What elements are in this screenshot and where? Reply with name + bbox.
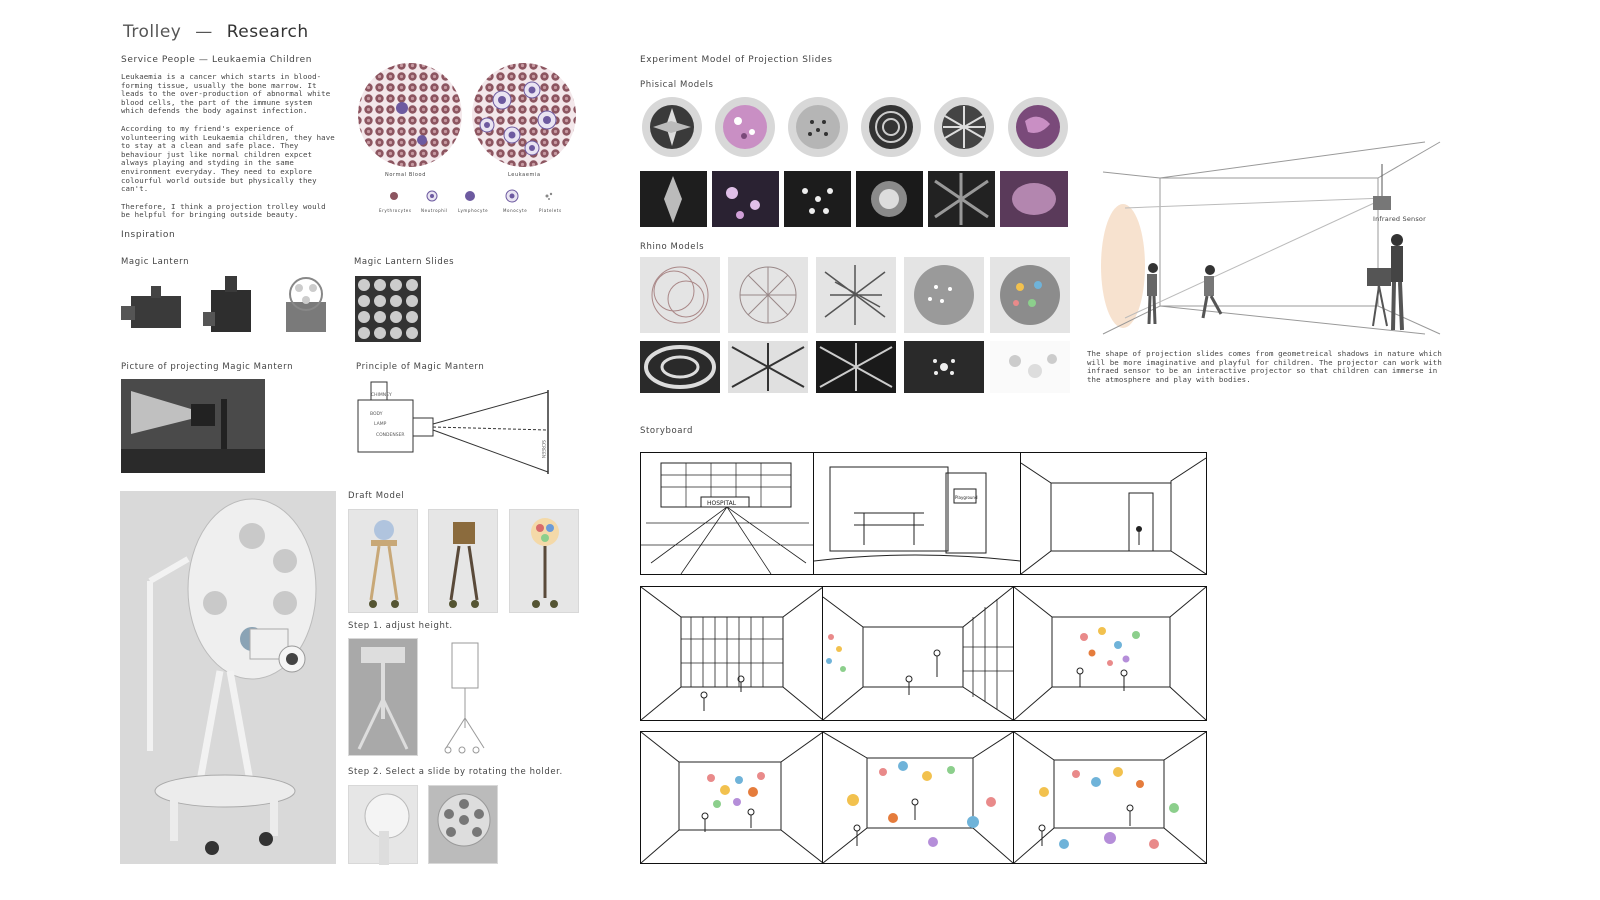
projection-1 — [640, 171, 707, 227]
rhino-projection-3 — [816, 341, 896, 393]
step1-caption: Step 1. adjust height. — [348, 621, 453, 631]
cell-label-5: Platelets — [539, 208, 562, 213]
projection-3 — [784, 171, 851, 227]
rhino-projection-row — [640, 341, 1070, 393]
intro-para-1: Leukaemia is a cancer which starts in bl… — [121, 72, 331, 116]
adult-figure — [1391, 234, 1404, 331]
principle-diagram: CHIMNEY BODY LAMP CONDENSER SCREEN — [356, 380, 556, 476]
normal-blood-circle — [358, 63, 462, 167]
cell-label-2: Neutrophil — [421, 208, 448, 213]
step1-sketch — [432, 638, 492, 756]
draft-photo-3 — [509, 509, 579, 613]
picture-label: Picture of projecting Magic Mantern — [121, 362, 294, 372]
cell-label-3: Lymphocyte — [458, 208, 489, 213]
physical-slide-2 — [715, 97, 775, 157]
magic-lantern-slides-image — [355, 276, 421, 342]
rhino-projection-5 — [990, 341, 1070, 393]
intro-para-2: According to my friend's experience of v… — [121, 123, 335, 194]
title-sub: Research — [226, 22, 309, 42]
physical-slides-row — [640, 96, 1072, 158]
projection-6 — [1000, 171, 1068, 227]
intro-heading: Service People — Leukaemia Children — [121, 55, 313, 65]
inspiration-heading: Inspiration — [121, 230, 176, 240]
intro-text: Leukaemia is a cancer which starts in bl… — [121, 72, 339, 220]
physical-slide-3 — [788, 97, 848, 157]
physical-slide-6 — [1008, 97, 1068, 157]
draft-heading: Draft Model — [348, 491, 405, 501]
infrared-sensor-label: Infrared Sensor — [1373, 215, 1426, 223]
lantern-2 — [203, 276, 251, 332]
rhino-slides-row — [640, 257, 1070, 333]
blood-diagram: Normal Blood Leukaemia Erythrocytes Neut… — [352, 60, 584, 220]
projection-2 — [712, 171, 779, 227]
storyboard-heading: Storyboard — [640, 426, 693, 436]
leukaemia-label: Leukaemia — [508, 172, 541, 178]
draft-photo-2 — [428, 509, 498, 613]
chimney-text: CHIMNEY — [371, 392, 392, 398]
draft-photo-1 — [348, 509, 418, 613]
magic-lantern-label: Magic Lantern — [121, 257, 190, 267]
rhino-slide-2 — [728, 257, 808, 333]
storyboard-frame-9 — [1013, 731, 1207, 864]
step2-caption: Step 2. Select a slide by rotating the h… — [348, 767, 563, 777]
rhino-slide-4 — [904, 257, 984, 333]
trolley-render — [120, 491, 336, 864]
screen-text: SCREEN — [540, 440, 546, 458]
page-title: Trolley — Research — [123, 22, 309, 42]
physical-models-label: Phisical Models — [640, 80, 714, 90]
rhino-projection-4 — [904, 341, 984, 393]
lantern-1 — [121, 286, 181, 328]
physical-slide-5 — [934, 97, 994, 157]
projection-4 — [856, 171, 923, 227]
magic-lantern-images — [121, 276, 336, 342]
child-figure-1 — [1147, 263, 1158, 325]
lantern-3 — [286, 277, 326, 332]
experiment-note: The shape of projection slides comes fro… — [1087, 349, 1442, 384]
cell-label-1: Erythrocytes — [379, 208, 412, 213]
storyboard-frame-4 — [640, 586, 824, 721]
cell-label-4: Monocyte — [503, 208, 528, 213]
rhino-projection-1 — [640, 341, 720, 393]
physical-slide-1 — [642, 97, 702, 157]
interactive-room-diagram: Infrared Sensor — [1095, 138, 1450, 338]
physical-slide-4 — [861, 97, 921, 157]
step2-photo-2 — [428, 785, 498, 864]
storyboard-frame-5 — [822, 586, 1014, 721]
title-dash: — — [195, 22, 213, 42]
door-sign: Playground — [955, 495, 978, 500]
storyboard-frame-2: Playground — [813, 452, 1021, 575]
lamp-text: LAMP — [374, 421, 387, 427]
intro-para-3: Therefore, I think a projection trolley … — [121, 201, 326, 220]
storyboard-frame-7 — [640, 731, 824, 864]
step2-photo-1 — [348, 785, 418, 865]
rhino-slide-3 — [816, 257, 896, 333]
experiment-heading: Experiment Model of Projection Slides — [640, 55, 833, 65]
storyboard-frame-8 — [822, 731, 1014, 864]
condenser-text: CONDENSER — [376, 432, 405, 438]
storyboard-frame-3 — [1020, 452, 1207, 575]
storyboard-frame-6 — [1013, 586, 1207, 721]
step1-photo — [348, 638, 418, 756]
title-main: Trolley — [123, 22, 182, 42]
principle-label: Principle of Magic Mantern — [356, 362, 485, 372]
child-figure-2 — [1201, 265, 1223, 319]
hospital-sign: HOSPITAL — [707, 500, 737, 507]
rhino-models-label: Rhino Models — [640, 242, 705, 252]
normal-blood-label: Normal Blood — [385, 172, 426, 178]
storyboard-frame-1: HOSPITAL — [640, 452, 814, 575]
projection-5 — [928, 171, 995, 227]
blood-cell-legend-icons — [390, 189, 553, 203]
rhino-projection-2 — [728, 341, 808, 393]
rhino-slide-1 — [640, 257, 720, 333]
physical-projection-row — [640, 171, 1070, 227]
projecting-lantern-picture — [121, 379, 265, 473]
leukaemia-blood-circle — [472, 63, 576, 167]
projector-figure — [1367, 268, 1391, 327]
rhino-slide-5 — [990, 257, 1070, 333]
magic-lantern-slides-label: Magic Lantern Slides — [354, 257, 455, 267]
body-text: BODY — [370, 411, 383, 417]
